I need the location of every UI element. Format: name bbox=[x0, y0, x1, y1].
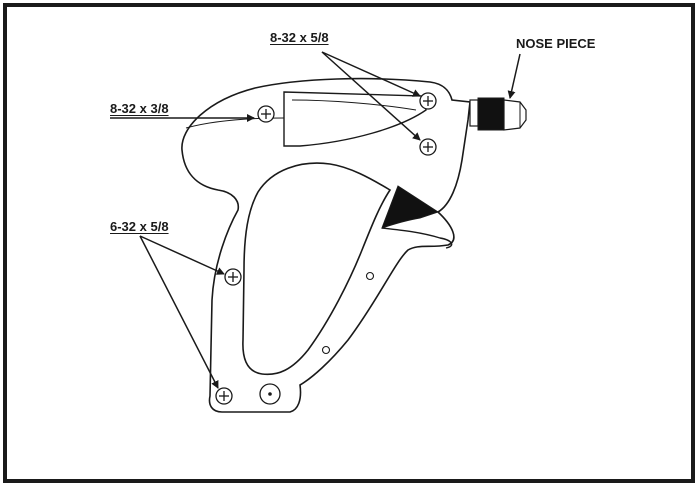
diagram-border bbox=[3, 3, 695, 483]
small-hole bbox=[321, 345, 331, 355]
body-crease-line bbox=[185, 117, 285, 129]
screw-head-icon bbox=[419, 138, 437, 156]
screw-head-icon bbox=[257, 105, 275, 123]
nose-piece-knurl bbox=[477, 97, 505, 131]
pivot-pin-icon bbox=[259, 383, 281, 405]
leader-arrow bbox=[507, 53, 521, 99]
handle-cutout bbox=[242, 162, 392, 376]
top-window-panel bbox=[283, 91, 427, 147]
callout-screw-8-32-5-8-top: 8-32 x 5/8 bbox=[270, 30, 329, 45]
leader-arrow bbox=[321, 51, 421, 97]
callout-nose-piece: NOSE PIECE bbox=[516, 36, 596, 51]
screw-head-icon bbox=[215, 387, 233, 405]
screw-head-icon bbox=[419, 92, 437, 110]
leader-arrow bbox=[321, 51, 421, 141]
callout-screw-6-32-5-8: 6-32 x 5/8 bbox=[110, 219, 169, 234]
screw-head-icon bbox=[224, 268, 242, 286]
nose-piece-collar bbox=[469, 99, 479, 127]
callout-screw-8-32-3-8: 8-32 x 3/8 bbox=[110, 101, 169, 116]
trigger-lever bbox=[381, 227, 453, 249]
leader-arrow bbox=[139, 235, 219, 389]
small-hole bbox=[365, 271, 375, 281]
top-window-inner-curve bbox=[291, 99, 417, 111]
leader-arrow bbox=[139, 235, 225, 275]
tool-body-outline bbox=[181, 77, 471, 413]
